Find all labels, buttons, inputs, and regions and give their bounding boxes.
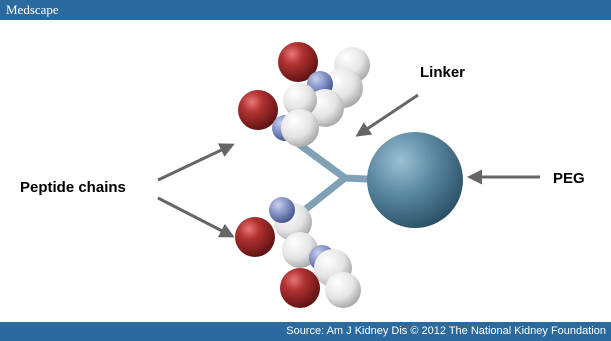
nitrogen-atom	[269, 197, 295, 223]
oxygen-atom	[238, 90, 278, 130]
oxygen-atom	[280, 268, 320, 308]
peg-sphere	[367, 132, 463, 228]
footer-bar: Source: Am J Kidney Dis © 2012 The Natio…	[0, 322, 611, 341]
arrows	[157, 93, 540, 238]
linker-label: Linker	[420, 64, 465, 81]
header-bar: Medscape	[0, 0, 611, 20]
peg-label: PEG	[553, 170, 585, 187]
peptide-arrow-lower	[157, 196, 235, 238]
linker-rod-upper	[296, 141, 349, 182]
brand-logo: Medscape	[6, 2, 59, 17]
oxygen-atom	[235, 217, 275, 257]
pegylated-peptide-diagram: Linker PEG Peptide chains	[20, 42, 585, 308]
peptide-chain-upper	[238, 42, 370, 147]
peptide-chain-lower	[235, 197, 361, 308]
oxygen-atom	[278, 42, 318, 82]
linker-arrow	[355, 93, 419, 137]
peptide-chains-label: Peptide chains	[20, 179, 126, 196]
peptide-arrow-upper	[157, 143, 235, 182]
source-citation: Source: Am J Kidney Dis © 2012 The Natio…	[286, 325, 606, 337]
